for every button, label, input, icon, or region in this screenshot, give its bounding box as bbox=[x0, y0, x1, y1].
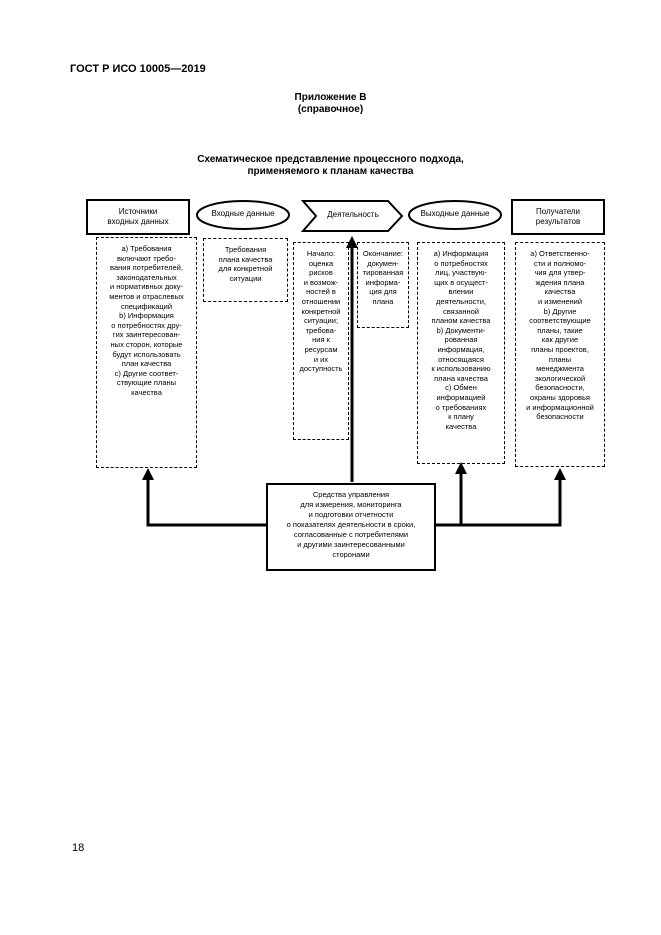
inputs-ellipse bbox=[196, 200, 290, 230]
annex-note: (справочное) bbox=[297, 104, 364, 115]
sources-header-box: Источники входных данных bbox=[86, 199, 190, 235]
activity-arrow-shape bbox=[300, 200, 404, 232]
outputs-text: a) Информация о потребностях лиц, участв… bbox=[431, 249, 491, 431]
arrowhead-left bbox=[142, 468, 154, 480]
outputs-content-box: a) Информация о потребностях лиц, участв… bbox=[417, 242, 505, 464]
sources-text: a) Требования включают требо- вания потр… bbox=[109, 244, 184, 397]
outputs-title: Выходные данные bbox=[420, 209, 490, 218]
sources-content-box: a) Требования включают требо- вания потр… bbox=[96, 237, 197, 468]
feedback-line-left bbox=[146, 476, 266, 527]
activity-end-text: Окончание: докумен- тированная информа- … bbox=[362, 249, 404, 306]
receivers-title: Получатели результатов bbox=[535, 207, 581, 226]
arrowhead-right bbox=[554, 468, 566, 480]
arrowhead-output bbox=[455, 462, 467, 474]
activity-end-box: Окончание: докумен- тированная информа- … bbox=[357, 242, 409, 328]
inputs-content-box: Требования плана качества для конкретной… bbox=[203, 238, 288, 302]
page-number: 18 bbox=[72, 842, 85, 854]
activity-start-text: Начало: оценка рисков и возмож- ностей в… bbox=[299, 249, 343, 374]
receivers-header-box: Получатели результатов bbox=[511, 199, 605, 235]
annex-title: Приложение В bbox=[294, 92, 367, 103]
control-text: Средства управления для измерения, монит… bbox=[286, 490, 416, 559]
receivers-text: a) Ответственно- сти и полномо- чия для … bbox=[526, 249, 594, 422]
arrowhead-center bbox=[346, 236, 358, 248]
annex-heading: Приложение В (справочное) bbox=[0, 92, 661, 116]
activity-title: Деятельность bbox=[327, 210, 379, 219]
activity-start-box: Начало: оценка рисков и возмож- ностей в… bbox=[293, 242, 349, 440]
sources-title: Источники входных данных bbox=[107, 207, 169, 226]
control-box: Средства управления для измерения, монит… bbox=[266, 483, 436, 571]
outputs-ellipse bbox=[408, 200, 502, 230]
diagram-title: Схематическое представление процессного … bbox=[197, 154, 464, 177]
feedback-line-right bbox=[436, 476, 562, 527]
inputs-title: Входные данные bbox=[211, 209, 275, 218]
document-standard: ГОСТ Р ИСО 10005—2019 bbox=[70, 63, 206, 75]
inputs-text: Требования плана качества для конкретной… bbox=[218, 245, 273, 283]
receivers-content-box: a) Ответственно- сти и полномо- чия для … bbox=[515, 242, 605, 467]
